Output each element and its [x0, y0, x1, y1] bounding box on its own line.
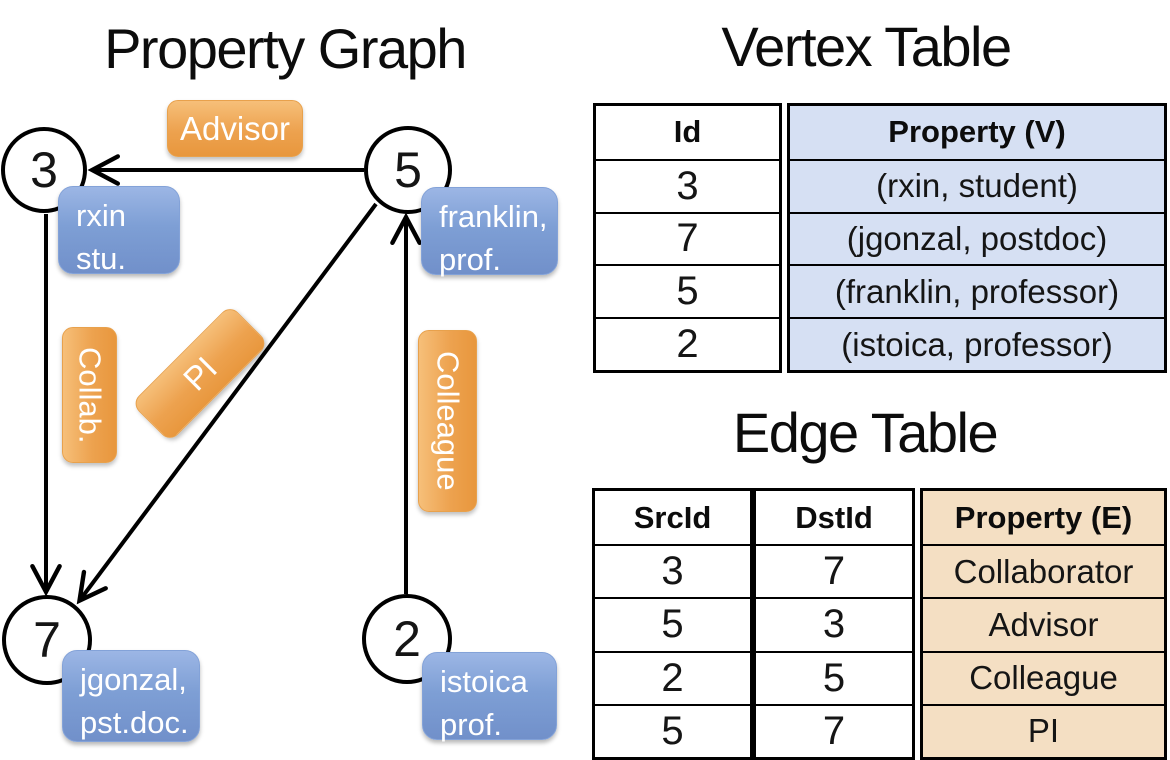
- edge-table-property-cell: Collaborator: [923, 544, 1164, 597]
- node-5-id: 5: [394, 142, 422, 198]
- edge-table-property-header: Property (E): [954, 499, 1133, 535]
- vertex-property-box-istoica: istoica prof.: [422, 652, 557, 742]
- edge-table-srcid-cell: 5: [595, 703, 750, 757]
- edge-label-colleague: Colleague: [418, 330, 477, 512]
- edge-table-dstid-column: DstId 7 3 5 7: [753, 488, 915, 760]
- edge-table-srcid-header: SrcId: [633, 499, 712, 535]
- vertex-table-property-cell: (jgonzal, postdoc): [790, 211, 1164, 265]
- edge-table-srcid-column: SrcId 3 5 2 5: [592, 488, 753, 760]
- edge-table-srcid-cell: 2: [595, 650, 750, 704]
- edge-table-dstid-header: DstId: [795, 499, 873, 535]
- edge-table-srcid-cell: 3: [595, 544, 750, 597]
- vertex-table-id-column: Id 3 7 5 2: [593, 103, 782, 373]
- node-3-id: 3: [30, 142, 58, 198]
- edge-label-advisor: Advisor: [167, 100, 303, 157]
- vertex-property-line: istoica: [440, 664, 528, 699]
- vertex-property-box-rxin: rxin stu.: [58, 186, 180, 276]
- edge-table-srcid-cell: 5: [595, 597, 750, 650]
- vertex-property-line: prof.: [439, 242, 502, 278]
- vertex-table-property-cell: (rxin, student): [790, 158, 1164, 212]
- edge-table-dstid-cell: 3: [756, 597, 912, 650]
- vertex-property-line: rxin: [76, 198, 126, 233]
- edge-table-property-cell: Colleague: [923, 650, 1164, 704]
- vertex-table-title: Vertex Table: [721, 15, 1012, 78]
- property-graph-title: Property Graph: [104, 17, 467, 80]
- graph-node-5: 5: [364, 126, 452, 214]
- node-7-id: 7: [33, 612, 61, 668]
- vertex-property-box-jgonzal: jgonzal, pst.doc.: [62, 650, 200, 742]
- edge-table-dstid-cell: 7: [756, 703, 912, 757]
- edge-table-property-cell: PI: [923, 703, 1164, 757]
- graph-node-2: 2: [362, 594, 452, 684]
- node-2-id: 2: [393, 611, 421, 667]
- vertex-table-id-header: Id: [673, 114, 702, 150]
- vertex-table-id-cell: 2: [596, 317, 779, 370]
- vertex-table-property-cell: (istoica, professor): [790, 317, 1164, 370]
- vertex-property-line: prof.: [440, 707, 503, 743]
- edge-table-property-cell: Advisor: [923, 597, 1164, 650]
- edge-label-collab: Collab.: [62, 327, 117, 463]
- vertex-property-line: stu.: [76, 241, 126, 277]
- edge-table-title: Edge Table: [732, 401, 999, 464]
- vertex-table-id-cell: 7: [596, 211, 779, 265]
- vertex-property-line: pst.doc.: [80, 705, 189, 741]
- vertex-table-id-cell: 3: [596, 158, 779, 212]
- vertex-table-id-cell: 5: [596, 264, 779, 317]
- vertex-property-line: franklin,: [439, 199, 548, 234]
- vertex-property-box-franklin: franklin, prof.: [421, 187, 558, 277]
- vertex-table-property-cell: (franklin, professor): [790, 264, 1164, 317]
- edge-table-dstid-cell: 7: [756, 544, 912, 597]
- edge-table-property-column: Property (E) Collaborator Advisor Collea…: [920, 488, 1167, 760]
- graph-edges-layer: [30, 154, 422, 605]
- vertex-property-line: jgonzal,: [80, 662, 187, 697]
- edge-pi-arrow: [76, 202, 378, 605]
- vertex-table-property-column: Property (V) (rxin, student) (jgonzal, p…: [787, 103, 1167, 373]
- edge-table-dstid-cell: 5: [756, 650, 912, 704]
- vertex-table-property-header: Property (V): [888, 114, 1066, 150]
